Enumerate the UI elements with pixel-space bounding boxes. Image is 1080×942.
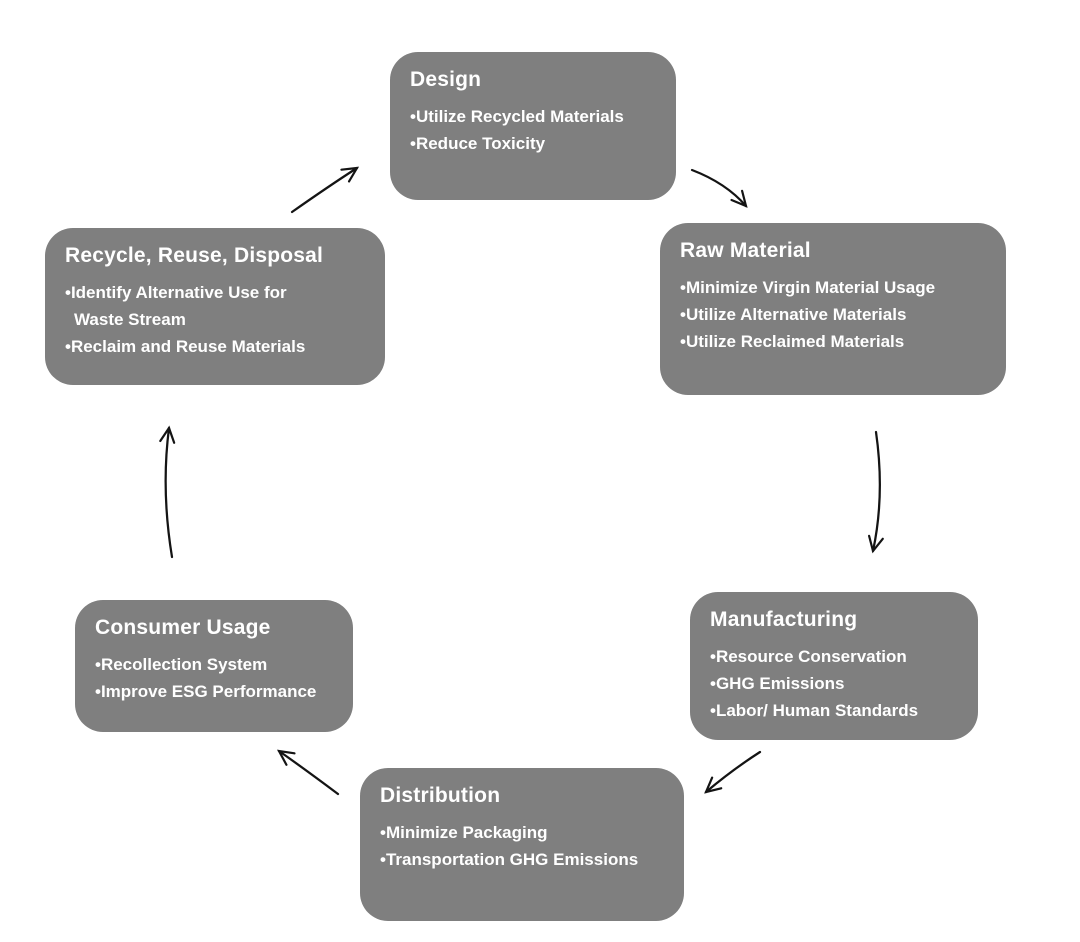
arrow-recycle-to-design [290,166,360,214]
bullet-item: Reclaim and Reuse Materials [65,333,326,360]
node-bullet-list: Recollection System Improve ESG Performa… [95,651,333,705]
arrow-design-to-raw-material [690,168,748,208]
node-title: Recycle, Reuse, Disposal [65,244,324,267]
bullet-item: Reduce Toxicity [410,130,656,157]
node-raw-material: Raw Material Minimize Virgin Material Us… [660,223,1006,395]
node-title: Manufacturing [710,608,858,631]
arrow-raw-material-to-manufacturing [867,430,884,554]
bullet-item: Utilize Alternative Materials [680,301,986,328]
bullet-item: Resource Conservation [710,643,958,670]
node-distribution: Distribution Minimize Packaging Transpor… [360,768,684,921]
node-title: Consumer Usage [95,616,271,639]
node-bullet-list: Minimize Packaging Transportation GHG Em… [380,819,664,873]
arrow-manufacturing-to-distribution [704,750,762,794]
bullet-item: Identify Alternative Use for Waste Strea… [65,279,326,333]
node-consumer-usage: Consumer Usage Recollection System Impro… [75,600,353,732]
node-title: Design [410,68,482,91]
node-title: Raw Material [680,239,811,262]
bullet-item: Improve ESG Performance [95,678,333,705]
arrow-distribution-to-consumer-usage [276,749,340,796]
bullet-item: Recollection System [95,651,333,678]
node-manufacturing: Manufacturing Resource Conservation GHG … [690,592,978,740]
bullet-item: Utilize Reclaimed Materials [680,328,986,355]
node-title: Distribution [380,784,501,807]
bullet-item: Minimize Packaging [380,819,664,846]
bullet-item: Transportation GHG Emissions [380,846,664,873]
arrow-consumer-usage-to-recycle [159,425,176,559]
node-recycle-reuse-disposal: Recycle, Reuse, Disposal Identify Altern… [45,228,385,385]
bullet-item: Labor/ Human Standards [710,697,958,724]
bullet-item: Minimize Virgin Material Usage [680,274,986,301]
node-bullet-list: Resource Conservation GHG Emissions Labo… [710,643,958,724]
node-bullet-list: Identify Alternative Use for Waste Strea… [65,279,365,360]
bullet-item: GHG Emissions [710,670,958,697]
node-design: Design Utilize Recycled Materials Reduce… [390,52,676,200]
bullet-item: Utilize Recycled Materials [410,103,656,130]
node-bullet-list: Minimize Virgin Material Usage Utilize A… [680,274,986,355]
node-bullet-list: Utilize Recycled Materials Reduce Toxici… [410,103,656,157]
